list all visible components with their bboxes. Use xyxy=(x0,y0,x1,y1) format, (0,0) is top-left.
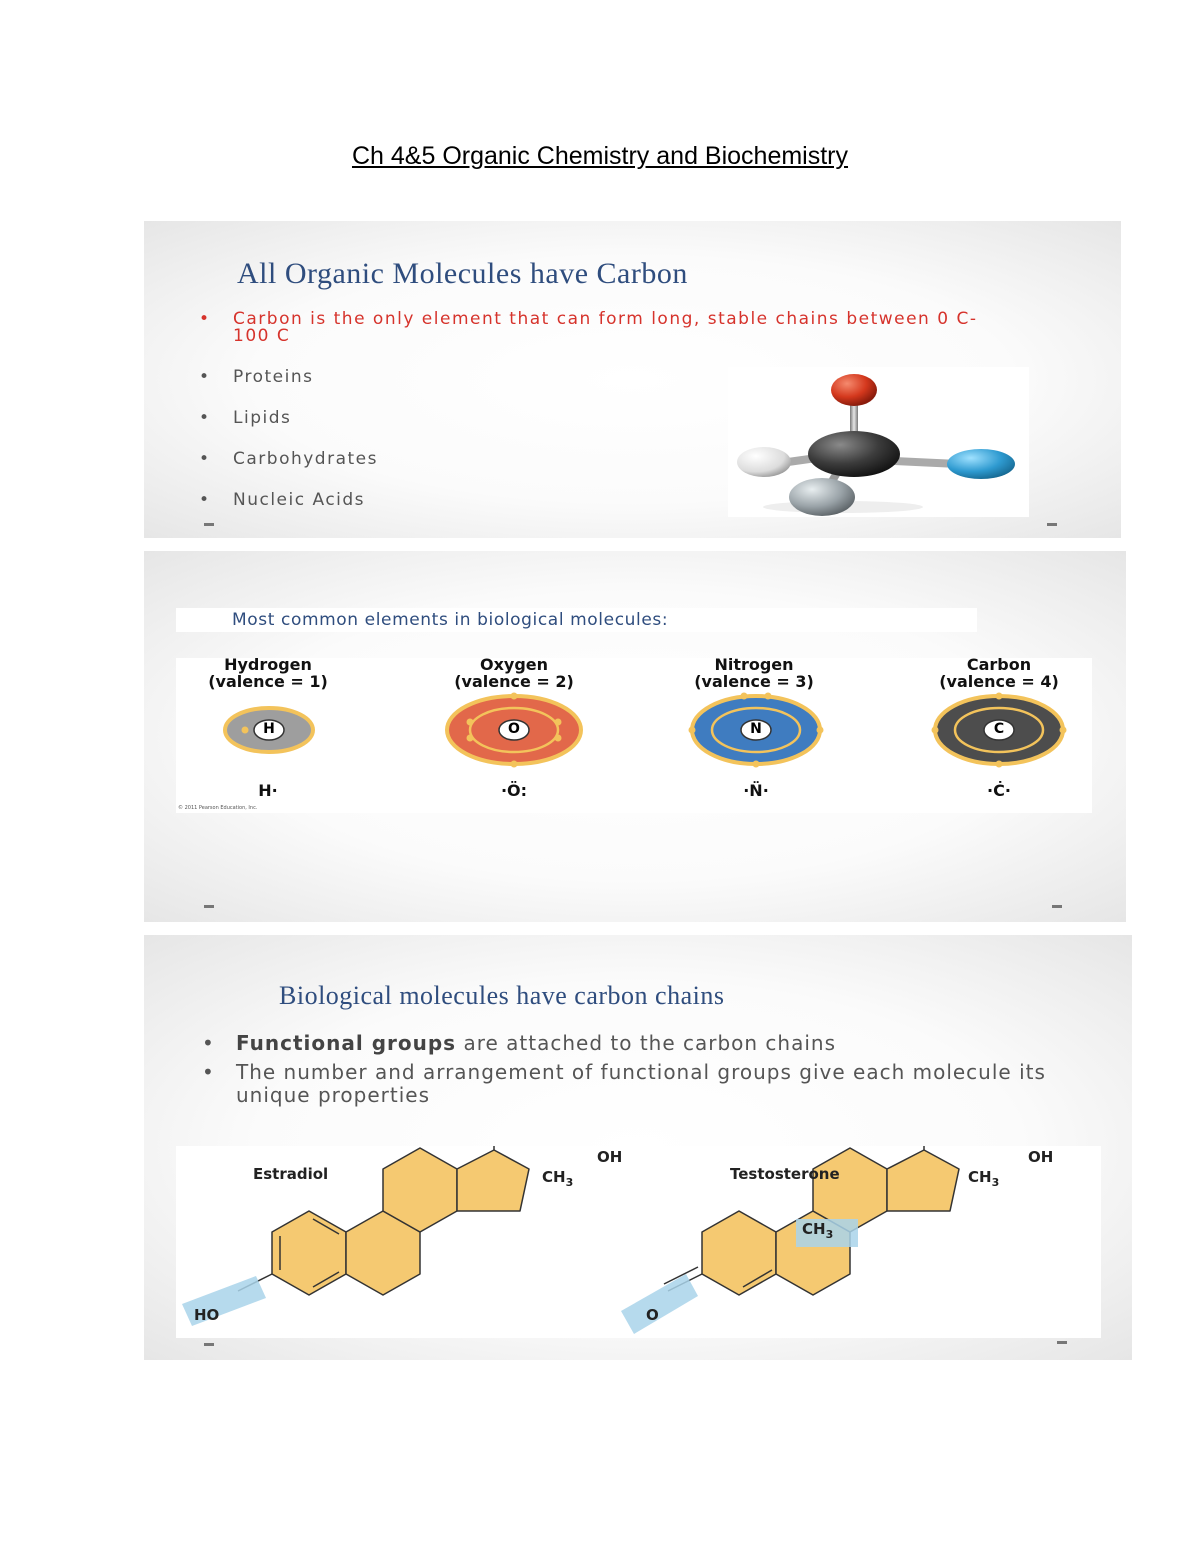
testosterone-o-label: O xyxy=(646,1306,659,1324)
ch3-text: CH xyxy=(542,1168,566,1186)
bullet-carbohydrates: Carbohydrates xyxy=(199,449,999,469)
slide1-bullets: Carbon is the only element that can form… xyxy=(199,311,999,511)
testosterone-ch3b-label: CH3 xyxy=(802,1220,833,1241)
bullet-bold-text: Functional groups xyxy=(236,1031,457,1055)
slide-marker-right xyxy=(1047,523,1057,526)
element-oxygen: Oxygen (valence = 2) xyxy=(414,655,614,691)
ch3-text: CH xyxy=(968,1168,992,1186)
lewis-carbon: ·Ċ· xyxy=(987,781,1011,800)
carbon-atom-icon xyxy=(931,692,1067,768)
ch3-subscript: 3 xyxy=(825,1228,834,1241)
copyright-text: © 2011 Pearson Education, Inc. xyxy=(178,805,258,811)
bullet-text: The number and arrangement of functional… xyxy=(236,1060,1046,1107)
bullet-text: Carbohydrates xyxy=(233,449,378,469)
oxygen-atom-icon xyxy=(445,692,583,768)
testosterone-oh-label: OH xyxy=(1028,1148,1054,1166)
bullet-carbon-chains: Carbon is the only element that can form… xyxy=(199,311,999,345)
slide-carbon-chains: Biological molecules have carbon chains … xyxy=(144,935,1132,1360)
hydrogen-atom-icon xyxy=(223,706,315,754)
estradiol-ho-label: HO xyxy=(194,1306,220,1324)
ch3-subscript: 3 xyxy=(991,1176,1000,1189)
testosterone-label: Testosterone xyxy=(730,1165,840,1183)
atom-symbol: O xyxy=(508,721,520,737)
ch3-subscript: 3 xyxy=(565,1176,574,1189)
element-valence: (valence = 4) xyxy=(939,672,1059,691)
bullet-text: are attached to the carbon chains xyxy=(456,1031,837,1055)
element-carbon: Carbon (valence = 4) xyxy=(899,655,1099,691)
bullet-arrangement: The number and arrangement of functional… xyxy=(202,1061,1062,1107)
bullet-functional-groups: Functional groups are attached to the ca… xyxy=(202,1031,1062,1056)
lewis-nitrogen: ·N̈· xyxy=(743,781,769,800)
estradiol-label: Estradiol xyxy=(253,1165,329,1183)
slide-common-elements: Most common elements in biological molec… xyxy=(144,551,1126,922)
estradiol-oh-label: OH xyxy=(597,1148,623,1166)
estradiol-ch3-label: CH3 xyxy=(542,1168,573,1189)
bullet-proteins: Proteins xyxy=(199,367,999,387)
element-valence: (valence = 2) xyxy=(454,672,574,691)
element-name: Nitrogen xyxy=(714,655,794,674)
element-hydrogen: Hydrogen (valence = 1) xyxy=(168,655,368,691)
element-valence: (valence = 1) xyxy=(208,672,328,691)
slide1-title: All Organic Molecules have Carbon xyxy=(237,257,688,290)
slide3-bullets: Functional groups are attached to the ca… xyxy=(202,1032,1062,1107)
bullet-lipids: Lipids xyxy=(199,408,999,428)
atom-symbol: H xyxy=(263,721,275,737)
slide-organic-molecules: All Organic Molecules have Carbon Carbon… xyxy=(144,221,1121,538)
bullet-nucleic-acids: Nucleic Acids xyxy=(199,490,999,510)
testosterone-ch3-label: CH3 xyxy=(968,1168,999,1189)
slide3-title: Biological molecules have carbon chains xyxy=(279,981,725,1010)
bullet-text: Nucleic Acids xyxy=(233,490,366,510)
steroid-structures-figure: Estradiol OH CH3 HO Testosterone OH CH3 … xyxy=(176,1146,1101,1338)
element-nitrogen: Nitrogen (valence = 3) xyxy=(654,655,854,691)
slide-marker-left xyxy=(204,905,214,908)
element-name: Oxygen xyxy=(479,655,549,674)
steroid-skeletons xyxy=(176,1146,1101,1338)
molecule-illustration xyxy=(737,374,1015,516)
elements-heading: Most common elements in biological molec… xyxy=(232,610,669,630)
document-title: Ch 4&5 Organic Chemistry and Biochemistr… xyxy=(351,142,849,170)
bullet-text: Proteins xyxy=(233,367,314,387)
bullet-text: Carbon is the only element that can form… xyxy=(233,309,978,346)
slide-marker-right xyxy=(1057,1341,1067,1344)
elements-figure: H O N C xyxy=(176,658,1092,813)
element-name: Hydrogen xyxy=(224,655,312,674)
element-valence: (valence = 3) xyxy=(694,672,814,691)
atom-symbol: C xyxy=(993,721,1005,737)
atom-symbol: N xyxy=(750,721,762,737)
atom-diagrams xyxy=(223,692,1067,768)
bullet-text: Lipids xyxy=(233,408,292,428)
ch3-text: CH xyxy=(802,1220,826,1238)
slide-marker-left xyxy=(204,523,214,526)
element-name: Carbon xyxy=(966,655,1032,674)
slide-marker-left xyxy=(204,1343,214,1346)
slide-marker-right xyxy=(1052,905,1062,908)
heading-box xyxy=(176,608,977,632)
lewis-hydrogen: H· xyxy=(258,781,278,800)
nitrogen-atom-icon xyxy=(688,692,824,768)
ball-and-stick-molecule-image xyxy=(728,367,1029,517)
lewis-oxygen: ·Ö: xyxy=(500,781,528,800)
